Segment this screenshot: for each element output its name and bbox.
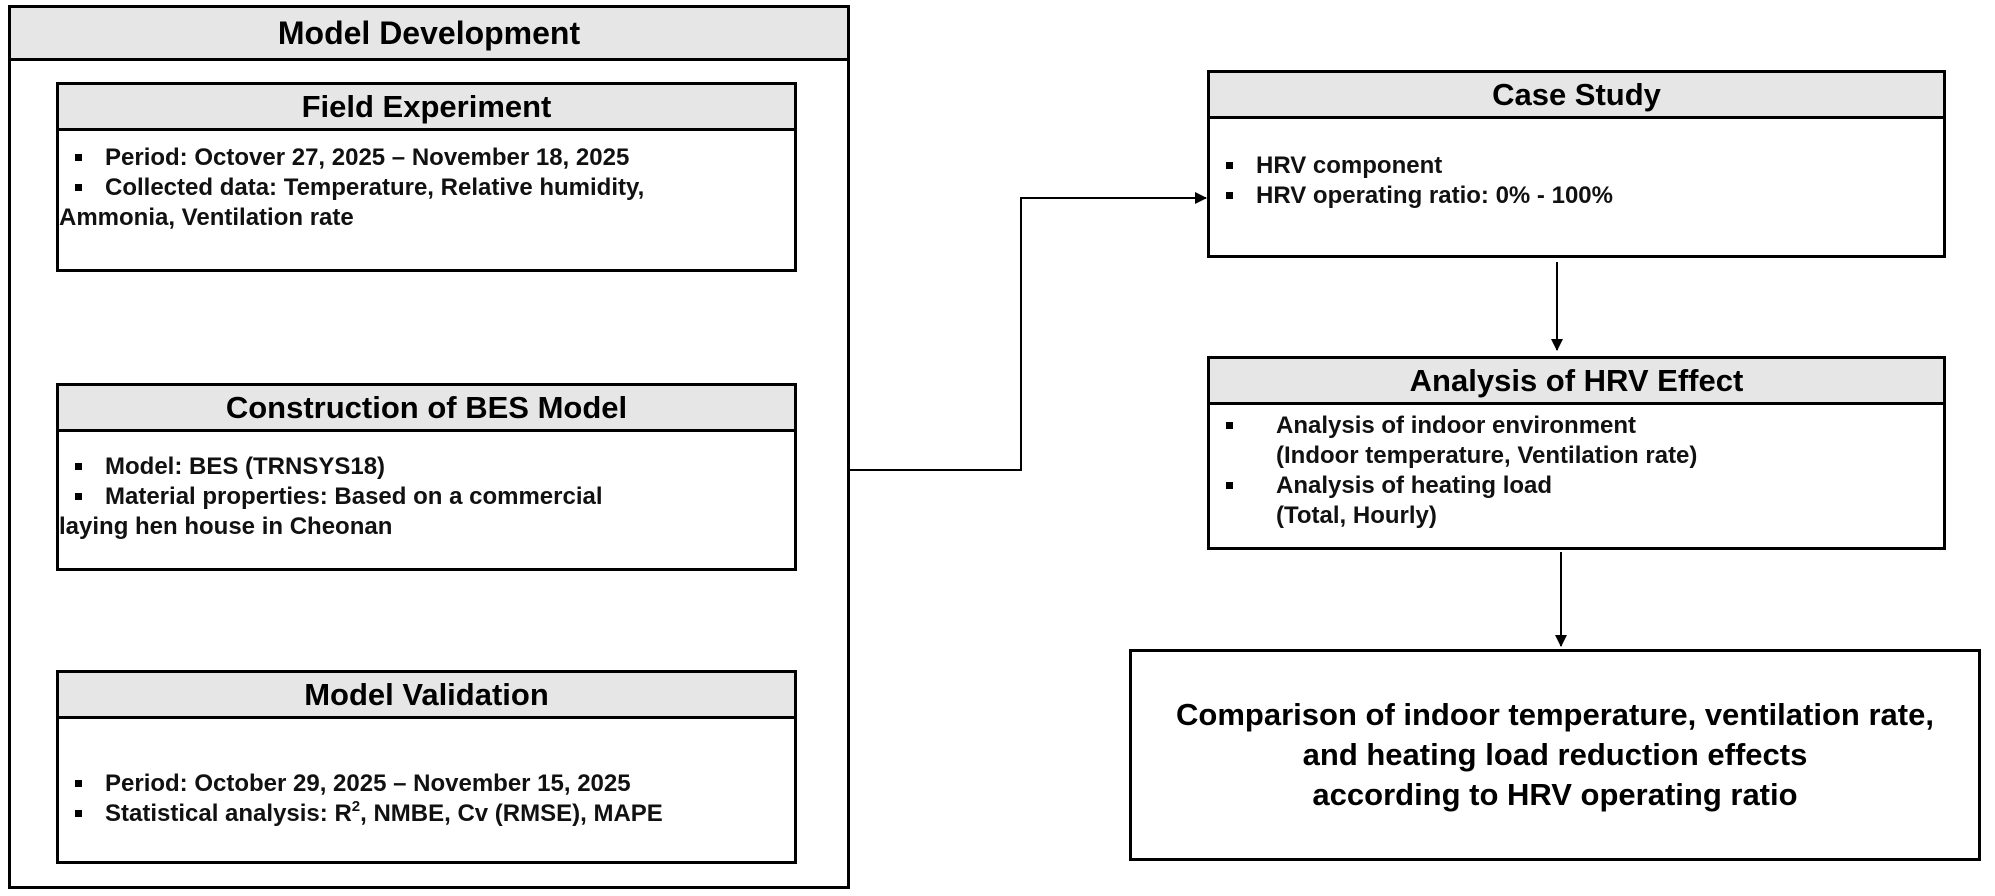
model-validation-title: Model Validation (59, 673, 794, 719)
field-period-item: Period: Octover 27, 2025 – November 18, … (59, 143, 794, 173)
comparison-line-2: and heating load reduction effects (1302, 737, 1808, 772)
model-validation-box: Model Validation Period: October 29, 202… (56, 670, 797, 864)
bes-model-box: Construction of BES Model Model: BES (TR… (56, 383, 797, 571)
field-experiment-box: Field Experiment Period: Octover 27, 202… (56, 82, 797, 272)
hrv-operating-ratio-item: HRV operating ratio: 0% - 100% (1210, 181, 1943, 211)
hrv-component-item: HRV component (1210, 151, 1943, 181)
hrv-effect-box: Analysis of HRV Effect Analysis of indoo… (1207, 356, 1946, 550)
field-collected-data-item: Collected data: Temperature, Relative hu… (59, 173, 794, 233)
bes-model-item: Model: BES (TRNSYS18) (59, 452, 794, 482)
validation-statistics-item: Statistical analysis: R2, NMBE, Cv (RMSE… (59, 799, 794, 829)
arrow-model-to-case-study (849, 192, 1207, 471)
comparison-line-1: Comparison of indoor temperature, ventil… (1176, 697, 1934, 732)
bes-material-item: Material properties: Based on a commerci… (59, 482, 794, 542)
bes-model-title: Construction of BES Model (59, 386, 794, 432)
r-squared-superscript: 2 (351, 798, 361, 815)
comparison-line-3: according to HRV operating ratio (1312, 777, 1798, 812)
field-experiment-title: Field Experiment (59, 85, 794, 131)
heating-load-item: Analysis of heating load (Total, Hourly) (1210, 471, 1943, 531)
comparison-result-box: Comparison of indoor temperature, ventil… (1129, 649, 1981, 861)
model-development-title: Model Development (11, 8, 847, 61)
indoor-environment-item: Analysis of indoor environment (Indoor t… (1210, 411, 1943, 471)
case-study-title: Case Study (1210, 73, 1943, 119)
validation-period-item: Period: October 29, 2025 – November 15, … (59, 769, 794, 799)
hrv-effect-title: Analysis of HRV Effect (1210, 359, 1943, 405)
case-study-box: Case Study HRV component HRV operating r… (1207, 70, 1946, 258)
